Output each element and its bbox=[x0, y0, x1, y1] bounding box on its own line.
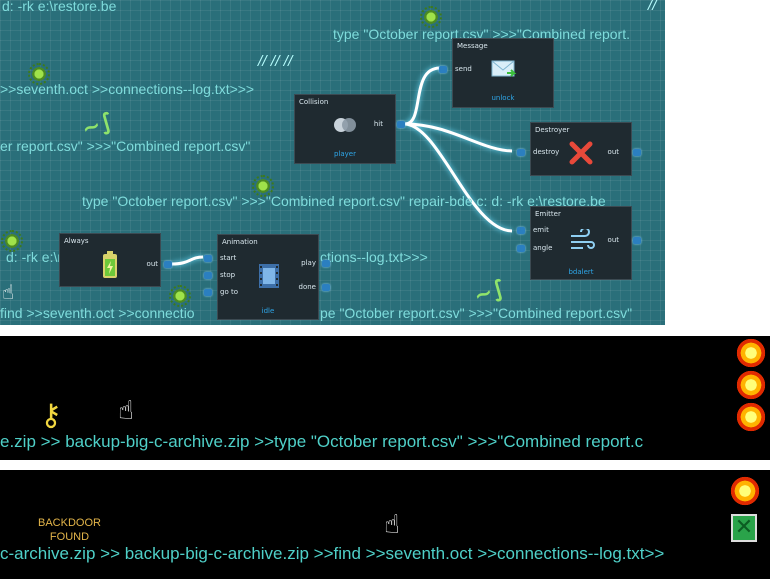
port-label: out bbox=[607, 148, 619, 156]
port-label: start bbox=[220, 254, 237, 262]
wind-icon bbox=[571, 229, 595, 249]
command-text: er report.csv" >>>"Combined report.csv" bbox=[0, 138, 251, 154]
red-x-icon bbox=[569, 141, 593, 165]
node-title: Collision bbox=[299, 98, 329, 106]
virus-icon[interactable] bbox=[1, 230, 23, 252]
port-done[interactable] bbox=[322, 284, 330, 291]
wire-hit-destroy bbox=[404, 122, 513, 153]
badge-line: FOUND bbox=[49, 531, 90, 543]
port-play[interactable] bbox=[322, 260, 330, 267]
explosion-icon bbox=[728, 476, 762, 506]
node-animation[interactable]: Animation start stop go to play done idl… bbox=[204, 234, 330, 320]
port-label: hit bbox=[373, 120, 383, 128]
port-goto[interactable] bbox=[204, 289, 212, 296]
node-subtitle: idle bbox=[261, 307, 275, 315]
node-subtitle: unlock bbox=[491, 94, 515, 102]
logic-editor-canvas[interactable]: d: -rk e:\restore.be type "October repor… bbox=[0, 0, 665, 325]
port-stop[interactable] bbox=[204, 272, 212, 279]
port-label: stop bbox=[220, 271, 236, 279]
command-text: >>seventh.oct >>connections--log.txt>>> bbox=[0, 81, 255, 97]
banner-bottom: c-archive.zip >> backup-big-c-archive.zi… bbox=[0, 470, 770, 579]
green-x-box-icon[interactable]: ✕ bbox=[731, 514, 757, 542]
slash-marks: // bbox=[648, 0, 657, 13]
port-emit[interactable] bbox=[517, 227, 525, 234]
command-text: ctions--log.txt>>> bbox=[320, 249, 428, 265]
port-out[interactable] bbox=[633, 237, 641, 244]
port-label: out bbox=[607, 236, 619, 244]
envelope-icon bbox=[491, 60, 517, 77]
explosion-icon bbox=[734, 338, 768, 368]
virus-icon[interactable] bbox=[252, 175, 274, 197]
port-hit[interactable] bbox=[397, 121, 405, 128]
command-text: type "October report.csv" >>>"Combined r… bbox=[333, 26, 630, 42]
pointer-hand-icon: ☝ bbox=[118, 396, 134, 426]
explosion-icon bbox=[734, 370, 768, 400]
battery-icon bbox=[103, 251, 117, 278]
pointer-hand-icon: ☝ bbox=[384, 510, 400, 540]
port-label: destroy bbox=[533, 148, 560, 156]
node-title: Animation bbox=[222, 238, 258, 246]
ticker-text: e.zip >> backup-big-c-archive.zip >>type… bbox=[0, 432, 644, 451]
overlap-circles-icon bbox=[334, 118, 356, 132]
explosion-icon bbox=[734, 402, 768, 432]
port-label: emit bbox=[533, 226, 549, 234]
port-angle[interactable] bbox=[517, 245, 525, 252]
wire-hit-emit bbox=[404, 122, 513, 233]
node-emitter[interactable]: Emitter emit angle out bdalert bbox=[517, 206, 641, 280]
port-out[interactable] bbox=[164, 261, 172, 268]
port-label: send bbox=[455, 65, 472, 73]
port-destroy[interactable] bbox=[517, 149, 525, 156]
command-text: d: -rk e:\restore.be bbox=[2, 0, 117, 14]
slash-marks: // // // bbox=[258, 54, 293, 69]
port-send[interactable] bbox=[439, 66, 447, 73]
pointer-hand-icon: ☝ bbox=[2, 280, 15, 304]
command-text: find >>seventh.oct >>connectio bbox=[0, 305, 195, 321]
port-start[interactable] bbox=[204, 255, 212, 262]
command-text: pe "October report.csv" >>>"Combined rep… bbox=[320, 305, 633, 321]
port-label: play bbox=[301, 259, 316, 267]
wire-hit-send bbox=[404, 66, 441, 126]
ticker-text: c-archive.zip >> backup-big-c-archive.zi… bbox=[0, 544, 665, 563]
virus-icon[interactable] bbox=[420, 6, 442, 28]
key-icon[interactable]: ⚷ bbox=[40, 398, 62, 433]
port-label: out bbox=[146, 260, 158, 268]
backdoor-found-badge: BACKDOOR FOUND bbox=[38, 516, 101, 544]
node-collision[interactable]: Collision hit player bbox=[294, 94, 405, 164]
node-title: Emitter bbox=[535, 210, 561, 218]
wire-layer bbox=[171, 66, 513, 266]
virus-icon[interactable] bbox=[169, 285, 191, 307]
node-destroyer[interactable]: Destroyer destroy out bbox=[517, 122, 641, 176]
node-title: Message bbox=[457, 42, 488, 50]
film-strip-icon bbox=[259, 264, 279, 288]
node-subtitle: bdalert bbox=[568, 268, 594, 276]
port-out[interactable] bbox=[633, 149, 641, 156]
virus-icon[interactable] bbox=[28, 63, 50, 85]
node-title: Destroyer bbox=[535, 126, 570, 134]
node-always[interactable]: Always out bbox=[59, 233, 172, 287]
node-message[interactable]: Message send unlock bbox=[439, 38, 554, 108]
node-subtitle: player bbox=[333, 150, 356, 158]
port-label: go to bbox=[220, 288, 238, 296]
port-label: angle bbox=[533, 244, 553, 252]
wire-always-start bbox=[171, 255, 204, 266]
banner-top: e.zip >> backup-big-c-archive.zip >>type… bbox=[0, 336, 770, 460]
port-label: done bbox=[298, 283, 316, 291]
command-text: type "October report.csv" >>>"Combined r… bbox=[82, 193, 606, 209]
badge-line: BACKDOOR bbox=[38, 517, 101, 529]
node-title: Always bbox=[64, 237, 89, 245]
